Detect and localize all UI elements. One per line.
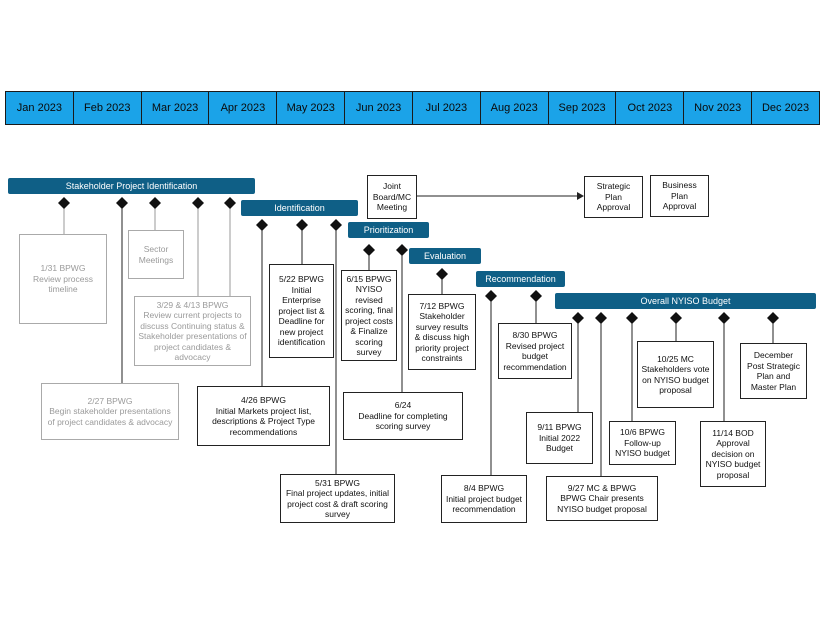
milestone-0227-stakeholder-presentations: 2/27 BPWG Begin stakeholder presentation… (41, 383, 179, 440)
phase-evaluation: Evaluation (409, 248, 481, 264)
milestone-joint-board-mc-meeting: Joint Board/MC Meeting (367, 175, 417, 219)
month-cell: Jan 2023 (5, 91, 74, 125)
milestone-diamond-icon (436, 268, 448, 280)
milestone-diamond-icon (670, 312, 682, 324)
month-cell: Nov 2023 (683, 91, 753, 125)
month-cell: Aug 2023 (479, 91, 549, 125)
month-cell: Oct 2023 (615, 91, 685, 125)
month-cell: Jul 2023 (411, 91, 481, 125)
arrow-head-icon (577, 192, 584, 200)
phase-recommendation: Recommendation (476, 271, 565, 287)
milestone-sector-meetings: Sector Meetings (128, 230, 184, 279)
phase-identification: Identification (241, 200, 358, 216)
milestone-diamond-icon (296, 219, 308, 231)
milestone-0531-final-project-updates: 5/31 BPWG Final project updates, initial… (280, 474, 395, 523)
milestone-0426-markets-project-list: 4/26 BPWG Initial Markets project list, … (197, 386, 330, 446)
milestone-diamond-icon (58, 197, 70, 209)
milestone-diamond-icon (718, 312, 730, 324)
milestone-0927-bpwg-chair-budget-proposal: 9/27 MC & BPWG BPWG Chair presents NYISO… (546, 476, 658, 521)
milestone-diamond-icon (595, 312, 607, 324)
milestone-diamond-icon (149, 197, 161, 209)
month-cell: Jun 2023 (344, 91, 413, 125)
phase-overall-nyiso-budget: Overall NYISO Budget (555, 293, 816, 309)
milestone-0712-survey-results: 7/12 BPWG Stakeholder survey results & d… (408, 294, 476, 370)
milestone-0329-0413-review-projects: 3/29 & 4/13 BPWG Review current projects… (134, 296, 251, 366)
milestone-diamond-icon (767, 312, 779, 324)
milestone-diamond-icon (626, 312, 638, 324)
milestone-diamond-icon (224, 197, 236, 209)
month-cell: Feb 2023 (72, 91, 142, 125)
milestone-0804-initial-budget-recommendation: 8/4 BPWG Initial project budget recommen… (441, 475, 527, 523)
milestone-0131-review-process-timeline: 1/31 BPWG Review process timeline (19, 234, 107, 324)
month-cell: Mar 2023 (140, 91, 210, 125)
milestone-0615-nyiso-revised-scoring: 6/15 BPWG NYISO revised scoring, final p… (341, 270, 397, 361)
milestone-strategic-plan-approval: Strategic Plan Approval (584, 176, 643, 218)
milestone-business-plan-approval: Business Plan Approval (650, 175, 709, 217)
milestone-diamond-icon (116, 197, 128, 209)
milestone-1006-follow-up-budget: 10/6 BPWG Follow-up NYISO budget (609, 421, 676, 465)
phase-prioritization: Prioritization (348, 222, 429, 238)
milestone-diamond-icon (485, 290, 497, 302)
milestone-diamond-icon (572, 312, 584, 324)
milestone-diamond-icon (256, 219, 268, 231)
milestone-diamond-icon (330, 219, 342, 231)
month-cell: Dec 2023 (751, 91, 820, 125)
milestone-1114-bod-approval: 11/14 BOD Approval decision on NYISO bud… (700, 421, 766, 487)
milestone-0624-scoring-survey-deadline: 6/24 Deadline for completing scoring sur… (343, 392, 463, 440)
milestone-december-post-plans: December Post Strategic Plan and Master … (740, 343, 807, 399)
milestone-0522-enterprise-project-list: 5/22 BPWG Initial Enterprise project lis… (269, 264, 334, 358)
phase-stakeholder-project-identification: Stakeholder Project Identification (8, 178, 255, 194)
milestone-diamond-icon (396, 244, 408, 256)
milestone-diamond-icon (192, 197, 204, 209)
milestone-0830-revised-budget-recommendation: 8/30 BPWG Revised project budget recomme… (498, 323, 572, 379)
month-cell: Sep 2023 (547, 91, 617, 125)
milestone-diamond-icon (530, 290, 542, 302)
milestone-0911-initial-2022-budget: 9/11 BPWG Initial 2022 Budget (526, 412, 593, 464)
milestone-diamond-icon (363, 244, 375, 256)
month-cell: May 2023 (276, 91, 346, 125)
milestone-1025-stakeholders-vote: 10/25 MC Stakeholders vote on NYISO budg… (637, 341, 714, 408)
